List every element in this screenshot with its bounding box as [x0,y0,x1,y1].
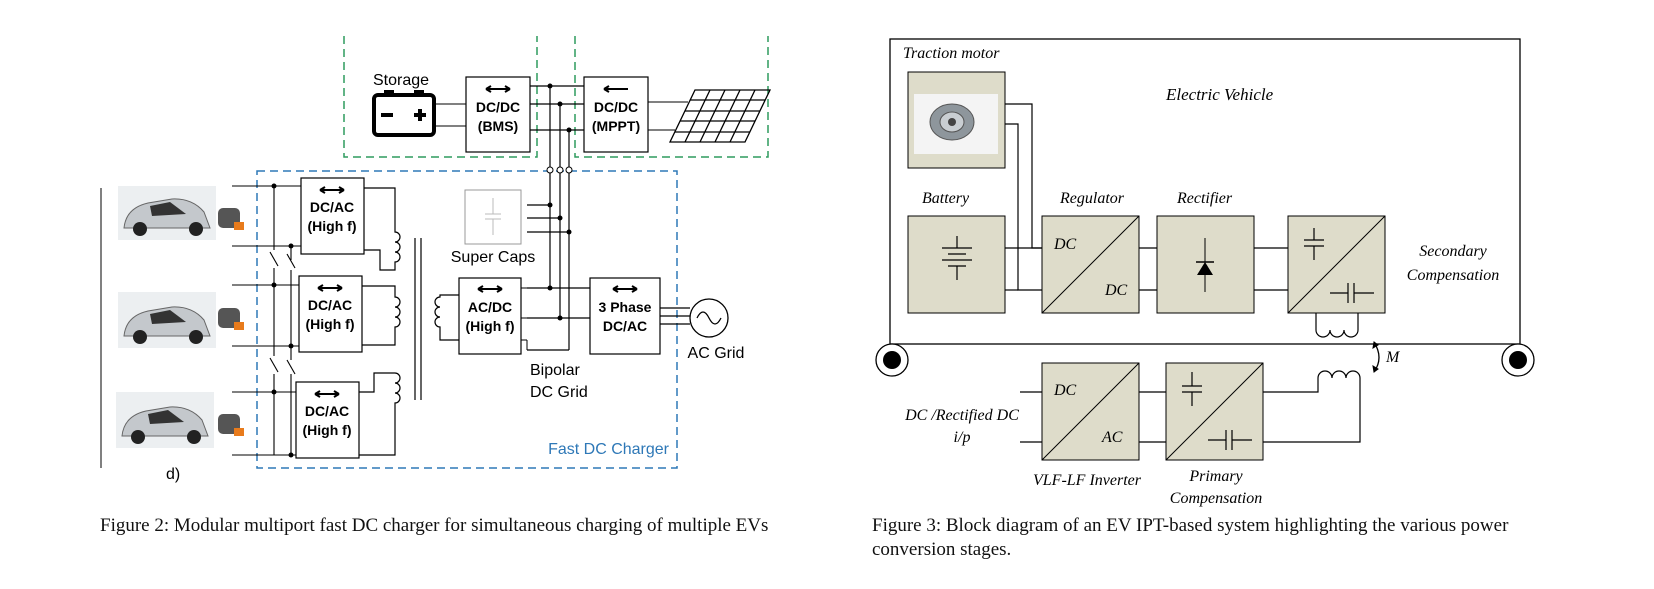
transformer-winding [362,285,401,346]
battery-label: Battery [922,190,970,207]
motor-icon [929,103,975,141]
charging-plug-icon [218,414,244,436]
dcac-line1: DC/AC [308,297,352,313]
dcac-line1: DC/AC [310,199,354,215]
fast-dc-charger-region [256,170,678,469]
mutual-inductance-label: M [1385,349,1401,366]
bms-line1: DC/DC [476,99,520,115]
inverter-dc: DC [1053,382,1077,399]
battery-symbol-icon [942,236,972,280]
ev-car-icon [118,186,216,240]
acdc-line1: AC/DC [468,299,512,315]
transformer-winding [359,372,401,456]
primary-line2: Compensation [1170,490,1262,507]
panel-label: d) [166,466,180,483]
fast-dc-charger-label: Fast DC Charger [548,441,670,458]
three-phase-block [589,277,661,355]
regulator-dc-out: DC [1104,282,1128,299]
super-caps-label: Super Caps [451,249,536,266]
bidirectional-arrow-icon [485,85,511,93]
dcac-converter-3: DC/AC (High f) [295,372,401,459]
dcac-converter-2: DC/AC (High f) [298,275,401,353]
mppt-line2: (MPPT) [592,118,640,134]
electric-vehicle-label: Electric Vehicle [1165,85,1274,104]
wheel-icon [875,343,909,377]
mppt-line1: DC/DC [594,99,638,115]
charging-plug-icon [218,208,244,230]
primary-line1: Primary [1188,468,1243,485]
capacitor-icon [485,198,501,235]
ev-car-icon [116,392,214,448]
dcac-line2: (High f) [303,422,352,438]
capacitor-icon [1182,372,1252,450]
diode-icon [1196,238,1214,292]
bidirectional-arrow-icon [319,186,345,194]
regulator-label: Regulator [1059,190,1125,207]
dcac-line2: (High f) [306,316,355,332]
figure3-caption: Figure 3: Block diagram of an EV IPT-bas… [872,515,1509,560]
figure3-diagram: Traction motor Electric Vehicle Battery [875,38,1535,507]
figure2-caption: Figure 2: Modular multiport fast DC char… [100,515,769,536]
regulator-dc-in: DC [1053,236,1077,253]
input-line2: i/p [954,429,971,446]
left-arrow-icon [603,85,628,93]
bipolar-line2: DC Grid [530,384,588,401]
bms-line2: (BMS) [478,118,518,134]
switch-icon [269,251,296,375]
ac-source-icon [689,298,729,338]
bipolar-line1: Bipolar [530,362,580,379]
rectifier-label: Rectifier [1176,190,1233,207]
acdc-block [458,277,522,355]
bidirectional-arrow-icon [317,284,343,292]
storage-label: Storage [373,72,429,89]
dcac-converter-1: DC/AC (High f) [300,177,401,271]
bidirectional-arrow-icon [612,285,638,293]
dcac-line1: DC/AC [305,403,349,419]
secondary-coil [1315,313,1359,338]
dcac-line2: (High f) [308,218,357,234]
three-phase-line1: 3 Phase [599,299,652,315]
bidirectional-arrow-icon [477,285,503,293]
battery-block [907,215,1006,314]
transformer-winding [434,294,459,341]
three-phase-line2: DC/AC [603,318,647,334]
battery-icon [372,90,436,137]
electric-vehicle-boundary [889,38,1521,345]
transformer-winding [364,187,401,271]
inverter-ac: AC [1101,429,1123,446]
traction-motor-label: Traction motor [903,45,1000,62]
capacitor-icon [1304,228,1374,303]
figure2-diagram: Storage DC/DC (BMS) DC/DC (MPPT) [100,36,772,483]
ev-car-icon [118,292,216,348]
secondary-line1: Secondary [1419,243,1487,260]
inverter-label: VLF-LF Inverter [1033,472,1142,489]
primary-coil [1263,370,1361,443]
secondary-line2: Compensation [1407,267,1499,284]
wheel-icon [1501,343,1535,377]
solar-panel-icon [668,89,772,143]
acdc-line2: (High f) [466,318,515,334]
charging-plug-icon [218,308,244,330]
bidirectional-arrow-icon [314,390,340,398]
ac-grid-label: AC Grid [688,345,745,362]
input-line1: DC /Rectified DC [904,407,1019,424]
